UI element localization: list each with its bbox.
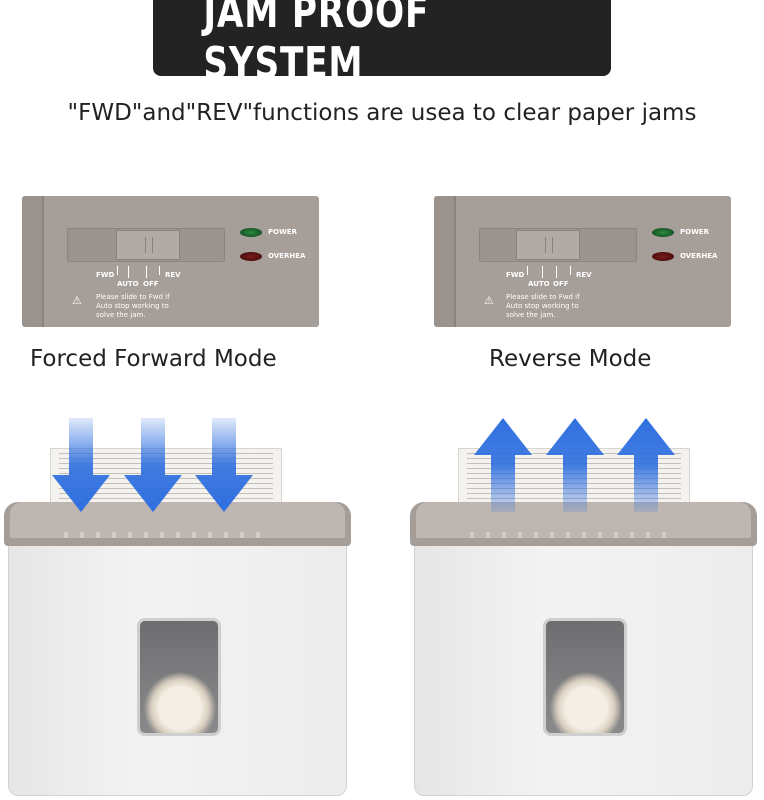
rev-label: REV (165, 271, 181, 279)
power-led (240, 228, 262, 237)
fwd-tick (117, 266, 118, 275)
forward-mode-label: Forced Forward Mode (30, 346, 277, 372)
shredder-slot-marks (64, 532, 264, 538)
warning-line-2: Auto stop working to (506, 302, 579, 310)
shredded-paper (550, 671, 622, 733)
fwd-label: FWD (96, 271, 115, 279)
shredder-forward (4, 448, 351, 796)
overheat-label: OVERHEA (680, 252, 718, 260)
panel-edge (22, 196, 44, 327)
mode-slider-knob (516, 230, 580, 260)
shredded-paper (144, 671, 216, 733)
off-tick (146, 266, 147, 278)
warning-line-2: Auto stop working to (96, 302, 169, 310)
off-label: OFF (143, 280, 159, 288)
fwd-tick (527, 266, 528, 275)
page-title: JAM PROOF SYSTEM (203, 0, 430, 89)
title-banner: JAM PROOF SYSTEM (153, 0, 611, 89)
warning-line-3: solve the jam. (506, 311, 556, 319)
panel-edge (434, 196, 456, 327)
mode-slider-knob (116, 230, 180, 260)
control-panel-reverse: POWER OVERHEA FWD AUTO OFF REV ⚠ Please … (434, 196, 731, 327)
fwd-label: FWD (506, 271, 525, 279)
shredder-lid (410, 502, 757, 546)
power-led (652, 228, 674, 237)
warning-line-3: solve the jam. (96, 311, 146, 319)
overheat-label: OVERHEA (268, 252, 306, 260)
auto-tick (128, 266, 129, 278)
rev-tick (159, 266, 160, 275)
rev-label: REV (576, 271, 592, 279)
power-label: POWER (268, 228, 297, 236)
warning-line-1: Please slide to Fwd if (506, 293, 580, 301)
bin-window (543, 618, 627, 736)
auto-label: AUTO (528, 280, 550, 288)
warning-icon: ⚠ (484, 294, 494, 307)
overheat-led (652, 252, 674, 261)
shredder-reverse (410, 448, 757, 796)
auto-label: AUTO (117, 280, 139, 288)
reverse-mode-label: Reverse Mode (489, 346, 652, 372)
off-tick (556, 266, 557, 278)
off-label: OFF (553, 280, 569, 288)
mode-slider-track (479, 228, 637, 262)
control-panel-forward: POWER OVERHEA FWD AUTO OFF REV ⚠ Please … (22, 196, 319, 327)
overheat-led (240, 252, 262, 261)
paper-sheet (458, 448, 690, 508)
mode-slider-track (67, 228, 225, 262)
shredder-lid (4, 502, 351, 546)
paper-sheet (50, 448, 282, 508)
warning-icon: ⚠ (72, 294, 82, 307)
warning-line-1: Please slide to Fwd if (96, 293, 170, 301)
power-label: POWER (680, 228, 709, 236)
auto-tick (542, 266, 543, 278)
page-subtitle: "FWD"and"REV"functions are usea to clear… (67, 100, 697, 126)
rev-tick (570, 266, 571, 275)
bin-window (137, 618, 221, 736)
shredder-slot-marks (470, 532, 670, 538)
